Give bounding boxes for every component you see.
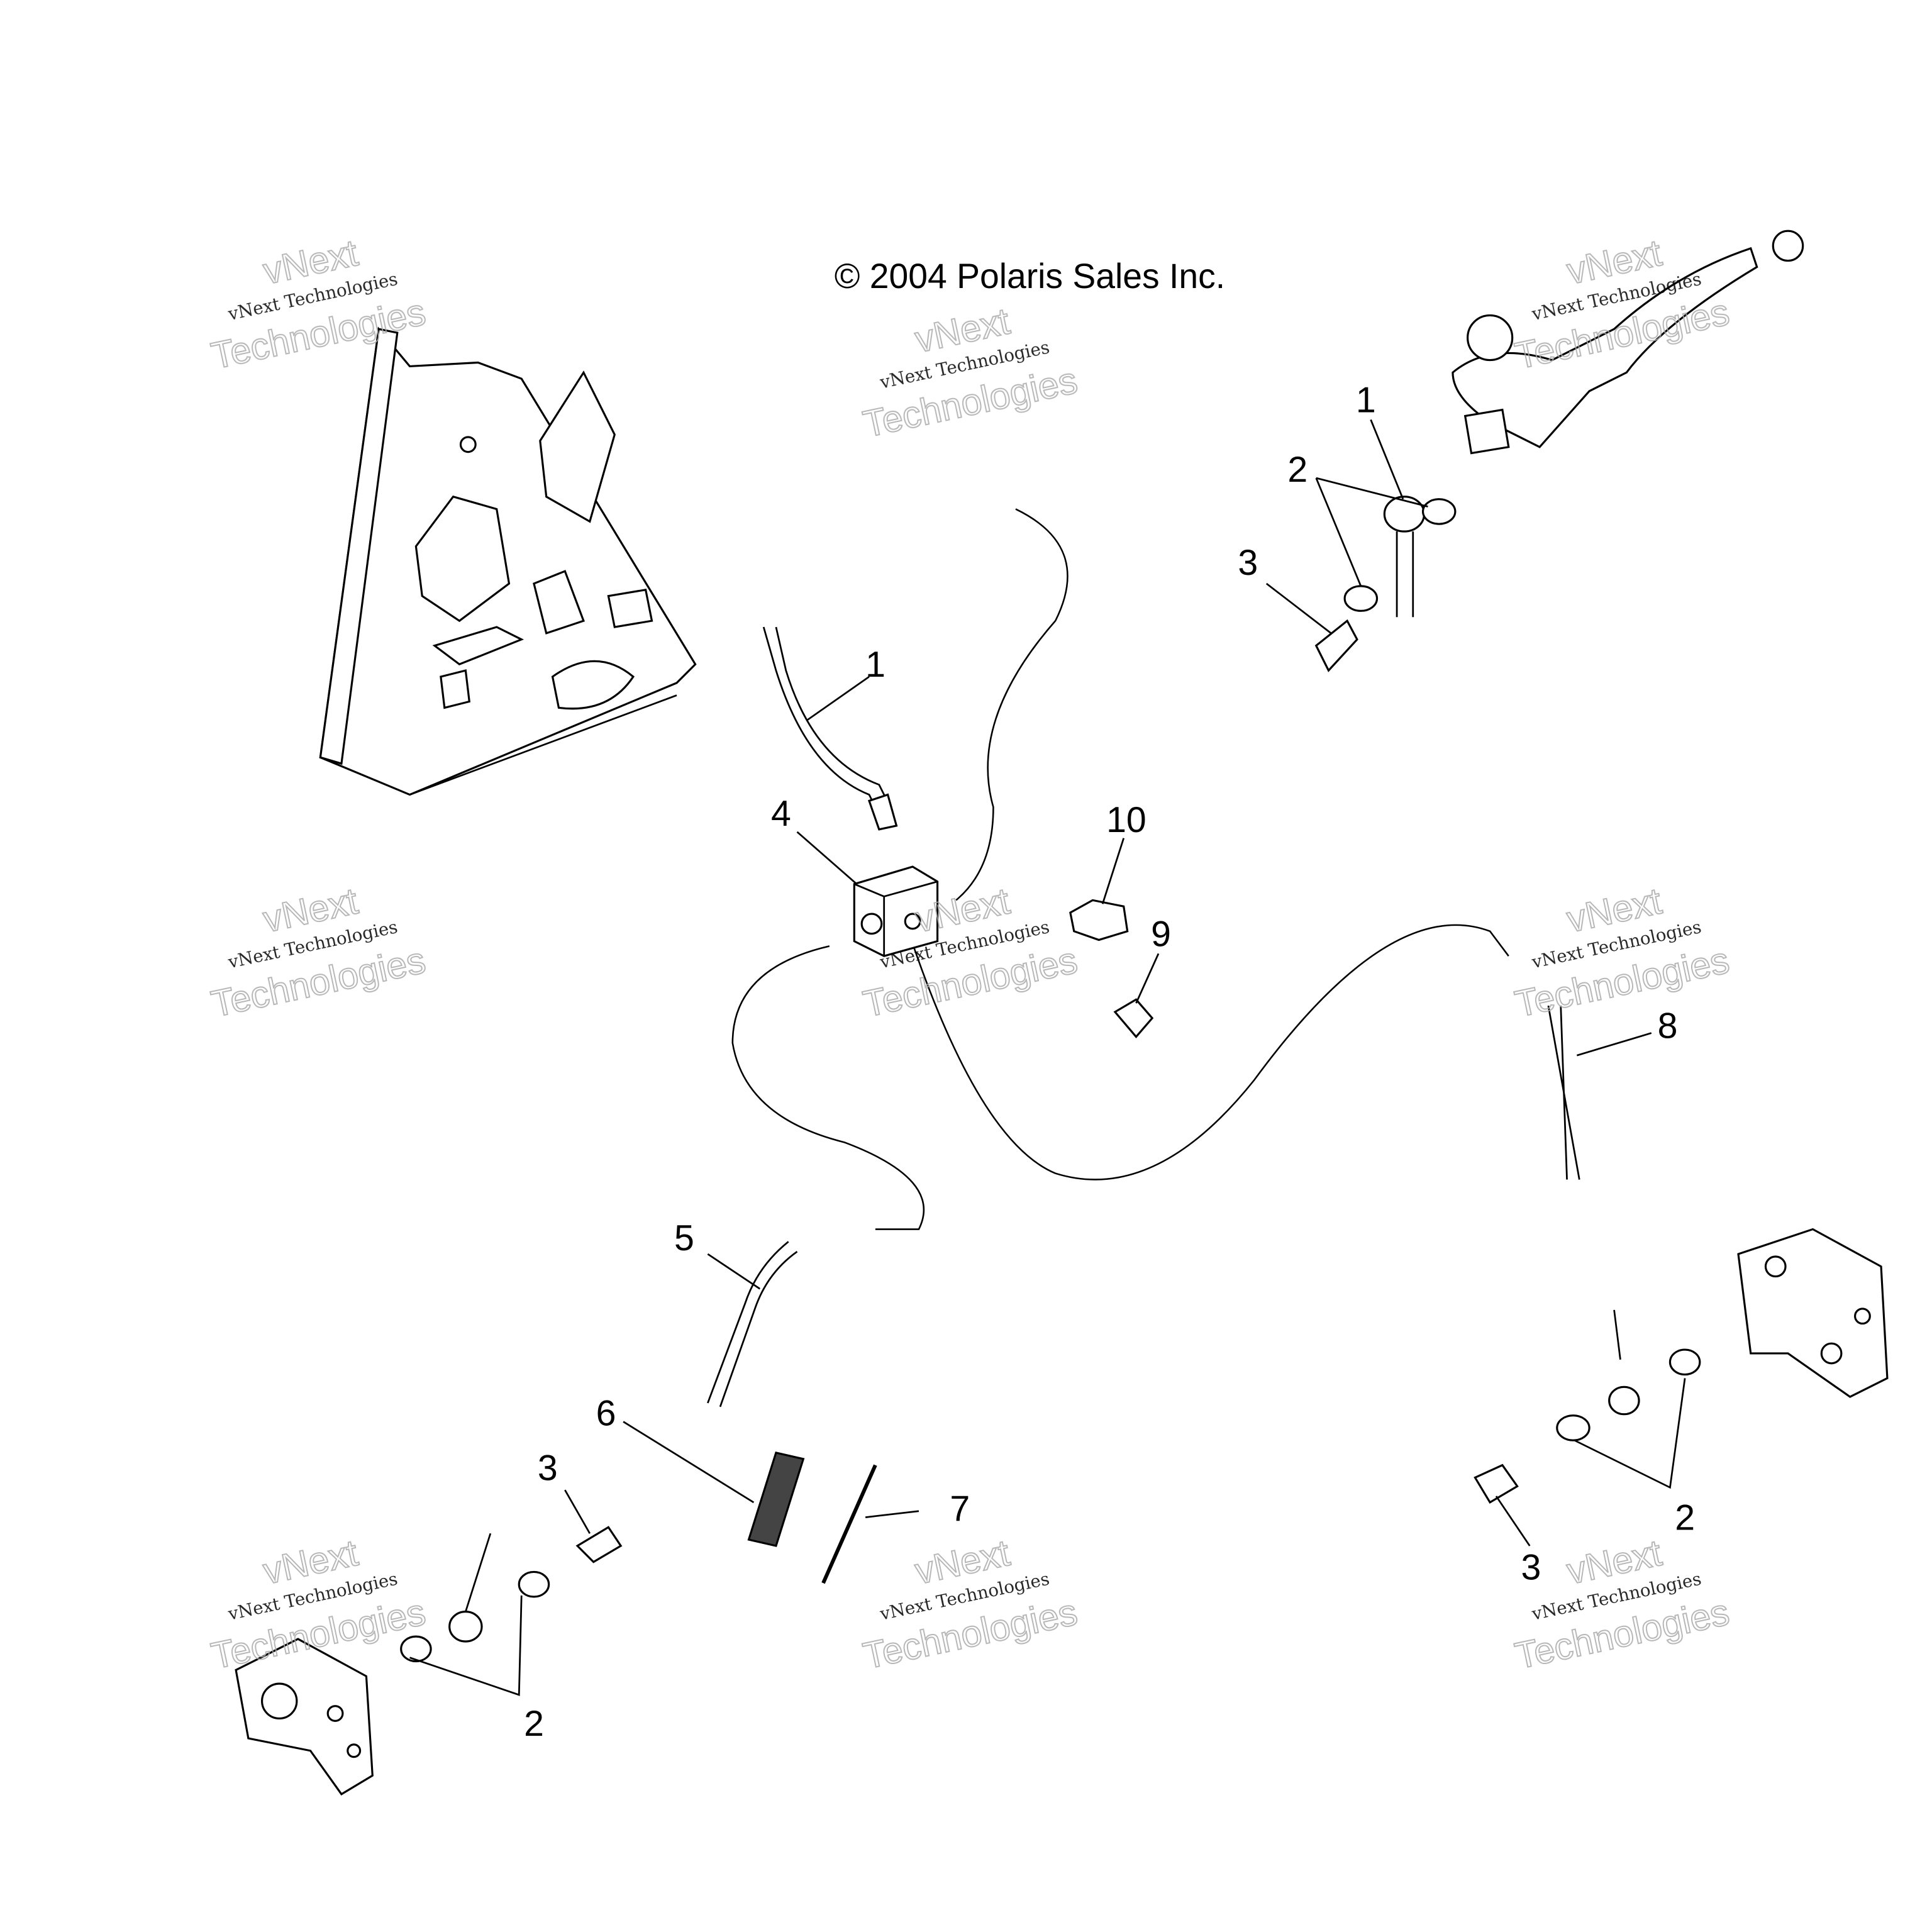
callout-8: 8 xyxy=(1658,1006,1678,1046)
callout-2-right: 2 xyxy=(1675,1497,1695,1538)
callout-6: 6 xyxy=(596,1393,616,1433)
watermark: vNext vNext Technologies Technologies xyxy=(1511,879,1733,1026)
distribution-block xyxy=(853,865,939,957)
washer xyxy=(400,1635,432,1663)
callout-3-top: 3 xyxy=(1238,543,1258,583)
callout-9: 9 xyxy=(1151,914,1171,954)
brake-hose-5 xyxy=(707,1241,798,1407)
brake-switch-10 xyxy=(1069,899,1129,941)
watermark: vNext vNext Technologies Technologies xyxy=(207,1531,430,1678)
banjo-bolt xyxy=(575,1526,623,1563)
washer xyxy=(518,1570,550,1598)
callout-5: 5 xyxy=(674,1218,694,1258)
washer-2a xyxy=(1421,498,1457,525)
callout-7: 7 xyxy=(950,1489,970,1530)
callout-2-left: 2 xyxy=(524,1704,544,1744)
brake-hose-8 xyxy=(1547,1005,1580,1180)
leader-lines xyxy=(409,419,1686,1696)
watermark: vNext vNext Technologies Technologies xyxy=(859,1531,1082,1678)
watermark: vNext vNext Technologies Technologies xyxy=(207,879,430,1026)
firewall-panel xyxy=(319,326,697,796)
banjo-fitting-1 xyxy=(1383,496,1426,533)
master-cylinder xyxy=(1452,230,1804,455)
copyright-text: © 2004 Polaris Sales Inc. xyxy=(835,257,1225,296)
brake-line xyxy=(955,508,1069,901)
callout-3-left: 3 xyxy=(538,1448,558,1488)
caliper-right xyxy=(1737,1228,1889,1398)
callout-2-top: 2 xyxy=(1287,450,1307,490)
watermark: vNext vNext Technologies Technologies xyxy=(1511,1531,1733,1678)
bolt-9 xyxy=(1113,998,1154,1038)
watermark: vNext vNext Technologies Technologies xyxy=(859,299,1082,446)
callout-4: 4 xyxy=(771,794,791,834)
callout-3-right: 3 xyxy=(1521,1547,1541,1587)
spring-guard-6 xyxy=(747,1452,805,1547)
watermark: vNext vNext Technologies Technologies xyxy=(1511,231,1733,378)
callout-1-top: 1 xyxy=(1356,380,1376,420)
banjo-fitting xyxy=(1608,1385,1640,1416)
caliper-left xyxy=(235,1638,374,1796)
washer xyxy=(1556,1414,1591,1441)
washer xyxy=(1668,1348,1701,1376)
brake-hose-1 xyxy=(762,626,892,820)
banjo-fitting xyxy=(448,1611,483,1643)
banjo-bolt xyxy=(1474,1463,1519,1504)
callout-1-mid: 1 xyxy=(865,645,886,685)
rod-7 xyxy=(821,1464,877,1584)
washer-2b xyxy=(1343,585,1379,612)
banjo-bolt-3 xyxy=(1314,619,1358,672)
callout-10: 10 xyxy=(1106,800,1146,840)
